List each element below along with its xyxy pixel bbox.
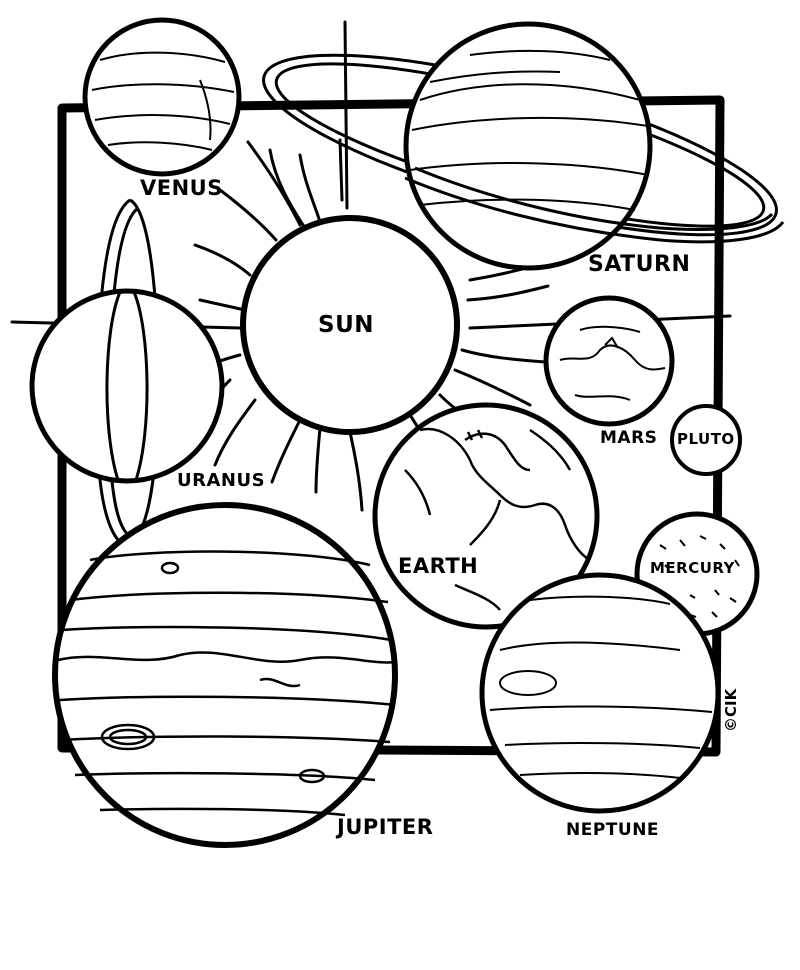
saturn-body [403, 21, 653, 271]
jupiter-label: JUPITER [337, 815, 434, 839]
venus-planet [82, 17, 242, 177]
saturn-ring-front [404, 166, 785, 244]
jupiter-planet [52, 502, 398, 848]
uranus-planet [29, 288, 225, 484]
neptune-planet [479, 572, 721, 814]
sun [240, 215, 460, 435]
neptune-label: NEPTUNE [566, 820, 660, 840]
earth-planet [372, 402, 600, 630]
sun-label: SUN [318, 312, 374, 338]
saturn-label: SATURN [588, 252, 691, 277]
mercury-label: MERCURY [650, 559, 736, 577]
mars-label: MARS [600, 428, 658, 448]
earth-label: EARTH [398, 554, 479, 578]
pluto-planet [670, 404, 742, 476]
mars-planet [543, 295, 675, 427]
copyright-mark: ©CIK [722, 688, 740, 732]
pluto-label: PLUTO [677, 430, 735, 448]
uranus-label: URANUS [177, 470, 266, 491]
venus-label: VENUS [140, 176, 223, 200]
